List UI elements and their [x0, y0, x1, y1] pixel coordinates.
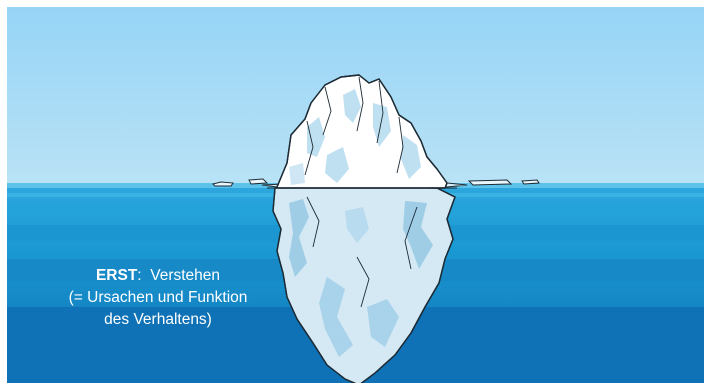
- caption-line-1: ERST: Verstehen: [33, 265, 283, 287]
- slide: ERST: Verstehen (= Ursachen und Funktion…: [7, 7, 704, 383]
- caption-line-2: (= Ursachen und Funktion: [33, 287, 283, 309]
- caption-text: ERST: Verstehen (= Ursachen und Funktion…: [33, 265, 283, 331]
- caption-line-3: des Verhaltens): [33, 309, 283, 331]
- caption-heading: ERST: [96, 267, 137, 284]
- caption-line-1-rest: Verstehen: [150, 267, 220, 284]
- caption-separator: :: [137, 267, 150, 284]
